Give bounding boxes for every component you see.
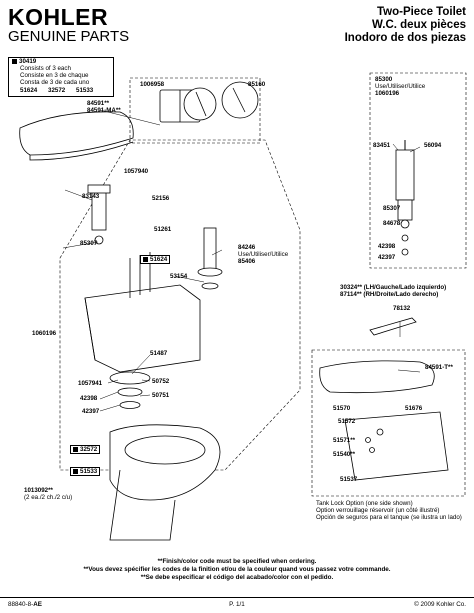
- part-42397-left: 42397: [82, 408, 100, 415]
- part-85300-use: Use/Utiliser/Utilice: [375, 83, 426, 90]
- part-85307-right: 85307: [383, 205, 401, 212]
- part-51487: 51487: [150, 350, 168, 357]
- part-51570: 51570: [333, 405, 351, 412]
- part-53154: 53154: [170, 273, 188, 280]
- part-1060196-right: 1060196: [375, 90, 400, 97]
- square-icon: [73, 468, 78, 474]
- copyright: © 2009 Kohler Co.: [414, 601, 466, 608]
- footer-notes: **Finish/color code must be specified wh…: [0, 558, 474, 582]
- kit-item-3: 51533: [76, 87, 94, 94]
- footer-note-es: **Se debe especificar el código del acab…: [140, 573, 334, 581]
- kit-item-1: 51624: [20, 87, 38, 94]
- kit-box: [8, 57, 114, 97]
- square-icon: [143, 256, 148, 262]
- part-51540: 51540**: [333, 451, 356, 458]
- part-83143: 83143: [82, 193, 100, 200]
- part-51261: 51261: [154, 226, 172, 233]
- square-icon: [12, 58, 17, 64]
- part-84246: 84246: [238, 244, 256, 251]
- tank-lock-es: Opción de seguros para el tanque (se ilu…: [316, 514, 462, 521]
- part-32572-label: 32572: [80, 446, 98, 453]
- page-number: P. 1/1: [229, 601, 245, 608]
- part-85307-left: 85307: [80, 240, 98, 247]
- part-56094: 56094: [424, 142, 442, 149]
- square-icon: [73, 446, 78, 452]
- part-51533-label: 51533: [80, 468, 98, 475]
- part-85160: 85160: [248, 81, 266, 88]
- part-1013092: 1013092**: [24, 487, 53, 494]
- kit-line-en: Consists of 3 each: [20, 65, 71, 72]
- footer-note-fr: **Vous devez spécifier les codes de la f…: [83, 565, 391, 573]
- part-32572: 32572: [70, 445, 101, 455]
- part-42397-right: 42397: [378, 254, 396, 261]
- part-83451: 83451: [373, 142, 391, 149]
- footer-note-en: **Finish/color code must be specified wh…: [157, 558, 317, 565]
- part-1060196: 1060196: [32, 330, 57, 337]
- part-84246-use: Use/Utiliser/Utilice: [238, 251, 289, 258]
- kit-part-number: 30419: [12, 58, 36, 65]
- part-50752: 50752: [152, 378, 170, 385]
- part-85300: 85300: [375, 76, 393, 83]
- part-1013092-note: (2 ea./2 ch./2 c/u): [24, 494, 73, 501]
- lever-lh: 30324** (LH/Gauche/Lado izquierdo): [340, 284, 447, 291]
- part-1057941: 1057941: [78, 380, 103, 387]
- part-84591: 84591**: [87, 100, 110, 107]
- part-42398-left: 42398: [80, 395, 98, 402]
- tank-lock-en: Tank Lock Option (one side shown): [316, 500, 413, 507]
- part-51624: 51624: [140, 255, 171, 265]
- footer-divider: [0, 597, 474, 598]
- title-en: Two-Piece Toilet: [376, 6, 466, 18]
- part-51624-label: 51624: [150, 256, 168, 263]
- part-78132: 78132: [393, 305, 411, 312]
- part-50751: 50751: [152, 392, 170, 399]
- part-51533: 51533: [70, 467, 101, 477]
- part-84591-ma: 84591-MA**: [87, 107, 121, 114]
- part-52156: 52156: [152, 195, 170, 202]
- part-84678: 84678: [383, 220, 401, 227]
- document-number-suffix: AE: [33, 601, 42, 608]
- part-42398-right: 42398: [378, 243, 396, 250]
- document-number-base: 88840-8-: [8, 601, 34, 608]
- part-84591-t: 84591-T**: [425, 364, 453, 371]
- kit-part-label: 30419: [19, 58, 37, 65]
- kit-item-2: 32572: [48, 87, 66, 94]
- part-51676: 51676: [405, 405, 423, 412]
- part-51572: 51572: [338, 418, 356, 425]
- part-51537: 51537: [340, 476, 358, 483]
- title-es: Inodoro de dos piezas: [344, 32, 466, 44]
- part-1057940: 1057940: [124, 168, 149, 175]
- brand-subtitle: GENUINE PARTS: [8, 28, 130, 45]
- title-fr: W.C. deux pièces: [372, 19, 466, 31]
- kit-line-es: Consta de 3 de cada uno: [20, 79, 90, 86]
- part-51571: 51571**: [333, 437, 356, 444]
- brand-logo: KOHLER: [8, 4, 109, 30]
- kit-line-fr: Consiste en 3 de chaque: [20, 72, 89, 79]
- lever-rh: 87114** (RH/Droite/Lado derecho): [340, 291, 439, 298]
- tank-lock-fr: Option verrouillage réservoir (un côté i…: [316, 507, 440, 514]
- document-number: 88840-8-AE: [8, 601, 42, 608]
- part-85406: 85406: [238, 258, 256, 265]
- part-1006958: 1006958: [140, 81, 165, 88]
